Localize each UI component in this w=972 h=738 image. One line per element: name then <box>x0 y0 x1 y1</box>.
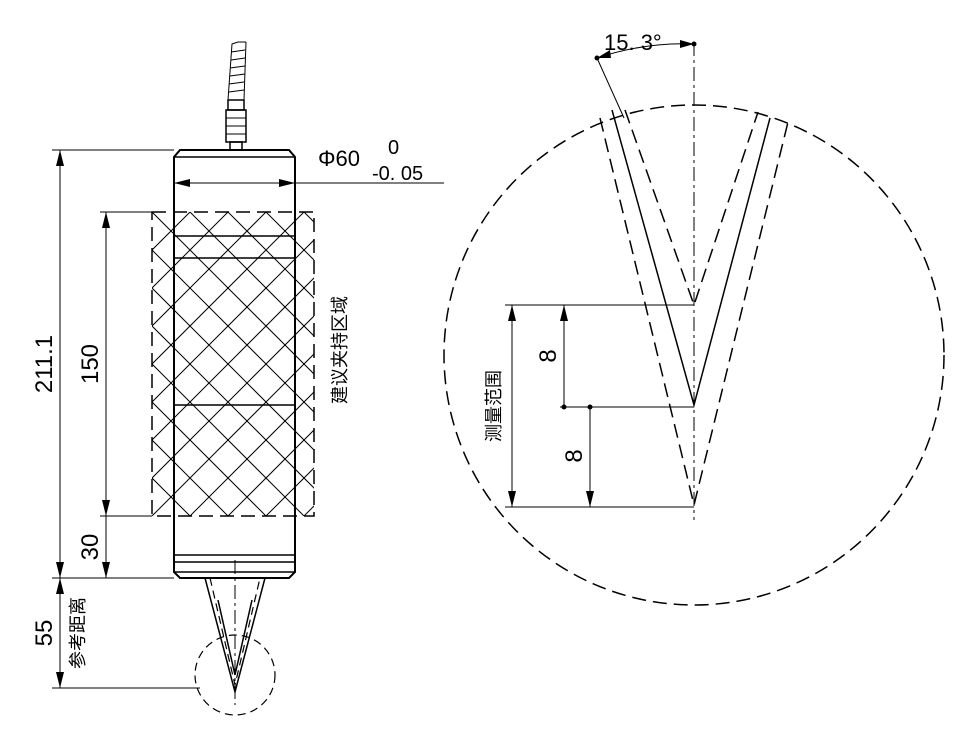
range-label: 测量范围 <box>484 370 504 442</box>
dim-55-label: 55 <box>31 620 58 647</box>
dimensions-left: 211.1 150 30 55 参考距离 建议夹持区域 Φ60 0 -0. 05 <box>31 137 444 689</box>
hatch-line <box>494 212 798 516</box>
hatch-line <box>152 212 153 213</box>
range-upper-label: 8 <box>535 349 562 362</box>
hatch-line <box>227 212 314 299</box>
hatch-line <box>570 212 874 516</box>
hatch-line <box>152 353 314 516</box>
dimensions-right: 测量范围 8 8 <box>484 304 694 508</box>
hatch-line <box>152 315 314 479</box>
hatch-line <box>152 363 305 516</box>
dim-150-label: 150 <box>77 344 104 384</box>
tolerance-upper: 0 <box>388 137 399 159</box>
angle-label: 15. 3° <box>604 30 662 55</box>
hatch-line <box>380 212 684 516</box>
hatch-line <box>152 439 229 516</box>
grip-region <box>151 211 874 517</box>
tolerance-lower: -0. 05 <box>372 163 423 185</box>
sensor-cable <box>225 41 247 151</box>
hatch-line <box>152 277 314 441</box>
hatch-line <box>456 212 760 516</box>
diameter-label: Φ60 <box>318 146 360 171</box>
dim-30-label: 30 <box>77 534 104 561</box>
detail-view: 15. 3° <box>443 30 945 606</box>
hatch-line <box>342 212 646 516</box>
hatch-line <box>380 212 684 516</box>
probe-tip <box>194 560 276 716</box>
hatch-line <box>189 391 314 516</box>
hatch-line <box>189 212 314 337</box>
hatch-line <box>570 212 874 516</box>
hatch-line <box>227 429 314 516</box>
hatch-line <box>532 212 836 516</box>
hatch-line <box>152 239 314 403</box>
dim-211-label: 211.1 <box>31 335 58 393</box>
grip-region-label: 建议夹持区域 <box>330 296 350 404</box>
hatch-line <box>152 212 267 327</box>
hatch-line <box>152 515 153 516</box>
hatch-line <box>494 212 798 516</box>
hatch-line <box>152 212 305 365</box>
hatch-line <box>152 401 267 516</box>
sensor-side-view <box>151 41 874 716</box>
hatch-line <box>532 212 836 516</box>
hatch-line <box>152 212 229 289</box>
sensor-body <box>173 149 296 579</box>
range-lower-label: 8 <box>561 449 588 462</box>
ref-distance-label: 参考距离 <box>68 597 88 669</box>
hatch-line <box>456 212 760 516</box>
hatch-line <box>342 212 646 516</box>
